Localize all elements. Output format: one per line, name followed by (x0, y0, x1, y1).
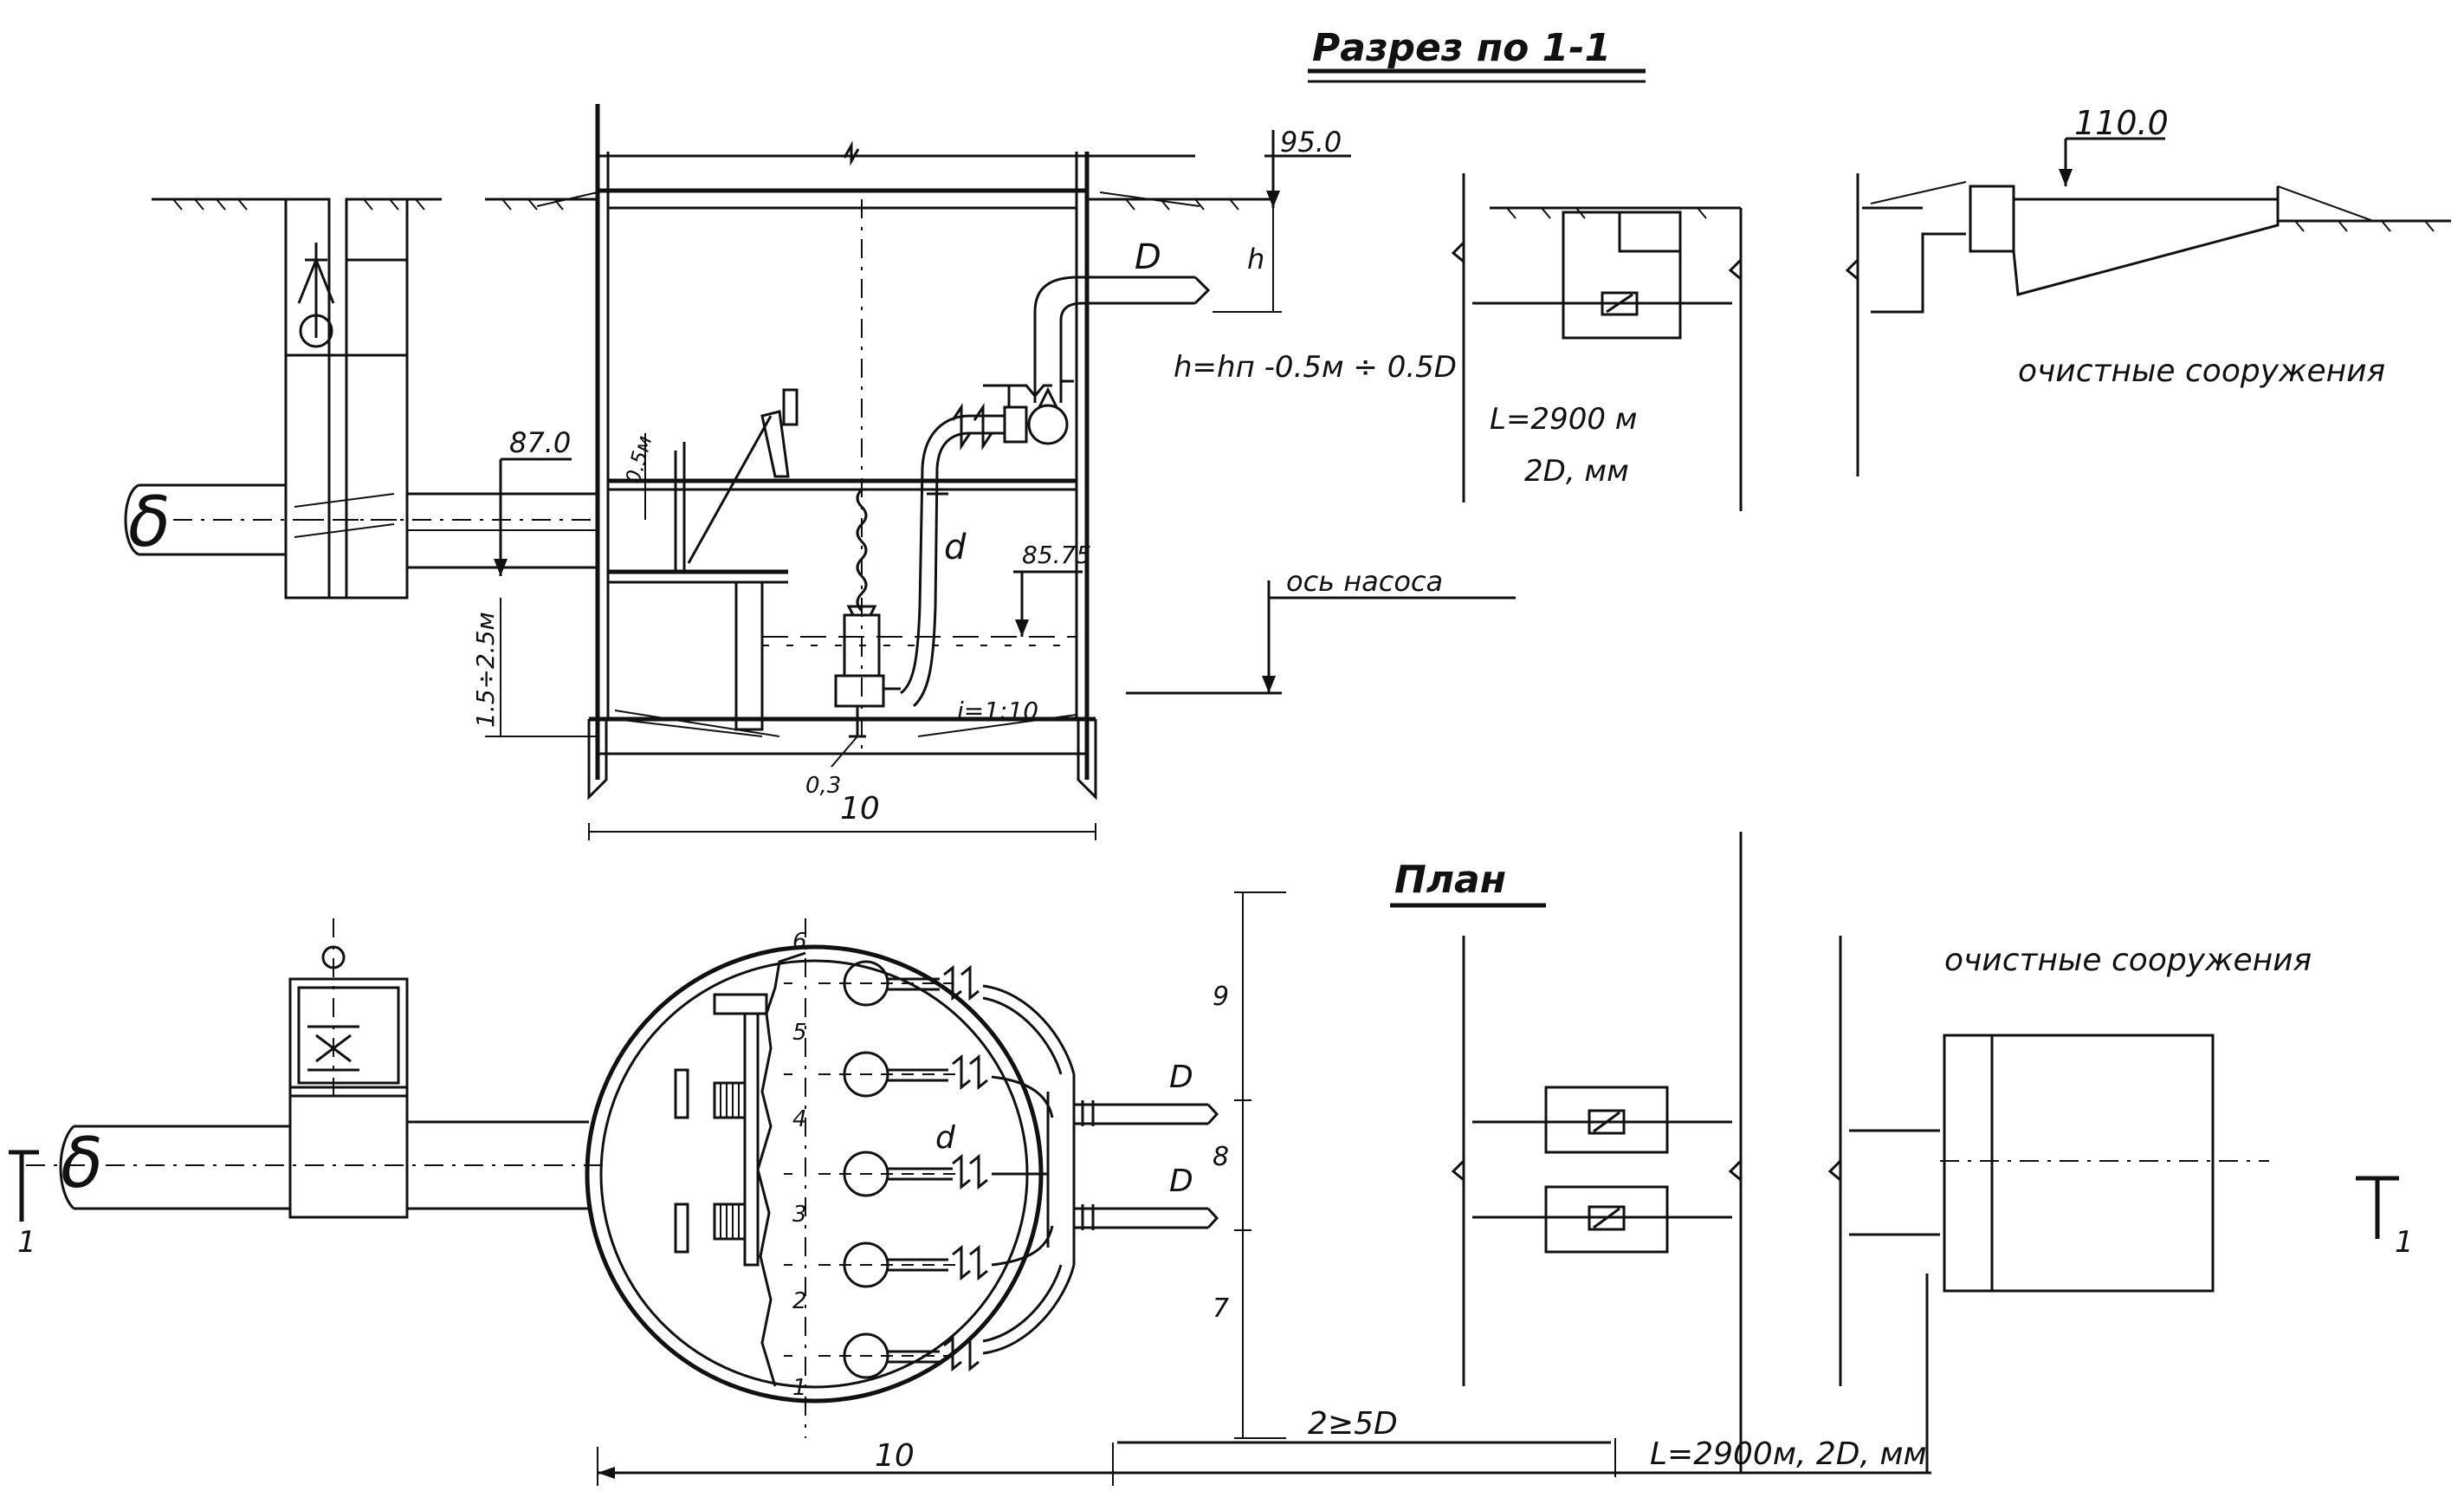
plan-pipe-D1: D (1169, 1060, 1193, 1095)
dim-width-plan: 10 (875, 1438, 915, 1474)
inlet-chamber-plan (288, 918, 409, 1219)
pressure-lines-plan (1451, 832, 1940, 1473)
mark-water-group: 85.75 (1013, 541, 1091, 637)
dim-9: 9 (1213, 982, 1229, 1012)
length-label-section: L=2900 м (1490, 402, 1637, 437)
inlet-delta: δ (128, 482, 171, 562)
plan-title-group: План (1390, 858, 1546, 908)
mark-inlet-group: 87.0 1.5÷2.5м (471, 426, 598, 737)
formula-h: h=hп -0.5м ÷ 0.5D (1174, 350, 1457, 385)
plan-title: План (1394, 858, 1506, 902)
dim-depth: 1.5÷2.5м (471, 612, 500, 728)
length-label-plan: L=2900м, 2D, мм (1650, 1436, 1927, 1472)
station-section: 0.5м d D 10 0,3 i=1:10 (485, 104, 1273, 840)
mark-treatment: 110.0 (2074, 104, 2169, 142)
valve-chamber-lower (1544, 1185, 1669, 1254)
pipes-label-section: 2D, мм (1524, 454, 1629, 489)
mark-inlet: 87.0 (509, 426, 571, 459)
mark-ground: 95.0 (1280, 126, 1342, 159)
pump-number-4: 4 (792, 1106, 807, 1132)
valve-chamber-upper (1544, 1086, 1669, 1154)
treatment-label-section: очистные сооружения (2018, 353, 2385, 389)
pump-row-2 (818, 1225, 1054, 1288)
pump-row-5 (818, 1051, 1054, 1118)
pump-number-6: 6 (792, 929, 807, 955)
pipe-D-label: D (1135, 237, 1161, 277)
treatment-section: 110.0 очистные сооружения (1845, 104, 2451, 476)
slope-label: i=1:10 (957, 697, 1038, 725)
plan-pipe-d: d (935, 1120, 956, 1156)
pump-axis-group: ось насоса (1126, 565, 1516, 695)
pump-number-3: 3 (792, 1202, 807, 1228)
pump-number-5: 5 (792, 1020, 807, 1046)
dim-8: 8 (1213, 1142, 1229, 1172)
pressure-line-section: L=2900 м 2D, мм (1451, 173, 1743, 511)
plan-dimensions: 10 2≥5D L=2900м, 2D, мм (597, 1406, 1931, 1486)
pump-row-6 (818, 960, 1076, 1075)
treatment-plan: очистные сооружения 1 (1940, 943, 2414, 1293)
dim-05: 0.5м (621, 433, 657, 487)
section-title: Разрез по 1-1 (1312, 26, 1611, 70)
grating-lower (713, 1203, 747, 1241)
pipe-d-label: d (944, 528, 967, 567)
mark-water: 85.75 (1022, 541, 1091, 569)
station-plan: D D d 6 5 4 3 2 1 9 8 7 (585, 891, 1286, 1439)
dim-5d: 2≥5D (1308, 1406, 1398, 1442)
pump-row-4 (818, 1151, 1048, 1197)
inlet-chamber-section (152, 198, 442, 600)
dim-03: 0,3 (805, 773, 841, 799)
plan-pipe-D2: D (1169, 1164, 1193, 1199)
pump-number-1: 1 (792, 1375, 807, 1401)
treatment-label-plan: очистные сооружения (1944, 943, 2312, 978)
pump-number-2: 2 (792, 1288, 807, 1314)
dim-width-section: 10 (840, 791, 880, 827)
section-mark-right: 1 (2395, 1225, 2414, 1260)
section-mark-left: 1 (17, 1225, 36, 1260)
pump-row-1 (818, 1264, 1076, 1379)
mark-ground-group: 95.0 h h=hп -0.5м ÷ 0.5D (1174, 126, 1457, 385)
grating-upper (713, 1081, 747, 1119)
section-title-group: Разрез по 1-1 (1308, 26, 1646, 83)
h-label: h (1247, 243, 1264, 276)
plan-inlet-delta: δ (61, 1123, 103, 1203)
pump-axis-label: ось насоса (1286, 565, 1443, 598)
inlet-pipe-section: δ (124, 482, 598, 569)
dim-7: 7 (1213, 1293, 1229, 1324)
inlet-pipe-plan: δ 1 (9, 1120, 606, 1260)
